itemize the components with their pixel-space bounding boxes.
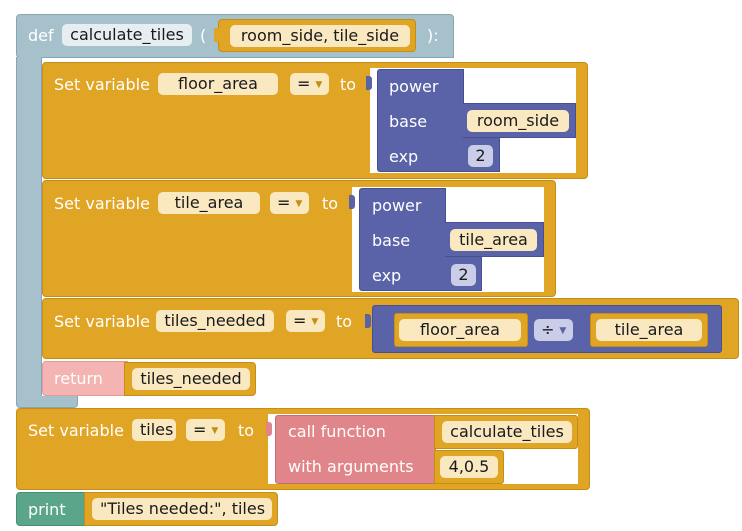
operator-label: ÷: [541, 320, 555, 339]
function-name-field[interactable]: calculate_tiles: [62, 24, 192, 46]
base-label: base: [389, 112, 428, 131]
exp-label: exp: [372, 266, 402, 285]
arguments-field[interactable]: 4,0.5: [440, 456, 498, 478]
input-connector: [349, 195, 355, 209]
exp-label: exp: [389, 147, 419, 166]
variable-name-field[interactable]: tiles: [132, 419, 176, 441]
assign-operator-dropdown[interactable]: =▼: [270, 192, 310, 214]
assign-operator-dropdown[interactable]: =▼: [186, 419, 226, 441]
params-connector: [214, 28, 220, 42]
assign-operator-dropdown[interactable]: =▼: [286, 310, 326, 332]
power-label: power: [372, 196, 422, 215]
caret-down-icon: ▼: [559, 326, 567, 336]
variable-name-field[interactable]: tiles_needed: [156, 310, 274, 332]
to-label: to: [336, 312, 353, 331]
close-paren: ):: [427, 26, 439, 45]
function-body-spine: [16, 57, 42, 405]
caret-down-icon: ▼: [295, 199, 303, 209]
print-block[interactable]: [16, 492, 86, 526]
operator-label: =: [277, 193, 291, 212]
operator-label: =: [293, 311, 307, 330]
caret-down-icon: ▼: [315, 80, 323, 90]
return-value-field[interactable]: tiles_needed: [132, 368, 250, 390]
set-variable-label: Set variable: [54, 75, 150, 94]
function-name-field[interactable]: calculate_tiles: [442, 421, 572, 443]
exp-value-field[interactable]: 2: [468, 145, 493, 167]
return-keyword: return: [54, 369, 103, 388]
division-operator-dropdown[interactable]: ÷▼: [534, 319, 574, 341]
operator-label: =: [297, 74, 311, 93]
caret-down-icon: ▼: [211, 426, 219, 436]
input-connector: [365, 314, 371, 328]
params-field[interactable]: room_side, tile_side: [230, 25, 410, 47]
left-operand-field[interactable]: floor_area: [399, 319, 521, 341]
base-label: base: [372, 231, 411, 250]
base-value-field[interactable]: room_side: [467, 110, 569, 132]
power-block-floor[interactable]: [377, 69, 464, 172]
set-variable-label: Set variable: [54, 194, 150, 213]
call-function-block[interactable]: [275, 415, 436, 484]
with-arguments-label: with arguments: [288, 457, 414, 476]
open-paren: (: [200, 26, 207, 45]
set-variable-label: Set variable: [54, 312, 150, 331]
to-label: to: [238, 421, 255, 440]
exp-value-field[interactable]: 2: [451, 264, 476, 286]
to-label: to: [340, 75, 357, 94]
input-connector: [366, 76, 372, 90]
call-function-label: call function: [288, 422, 386, 441]
print-keyword: print: [28, 500, 66, 519]
set-variable-label: Set variable: [28, 421, 124, 440]
base-value-field[interactable]: tile_area: [450, 229, 537, 251]
input-connector: [266, 422, 272, 436]
variable-name-field[interactable]: tile_area: [158, 192, 260, 214]
def-keyword: def: [28, 26, 54, 45]
caret-down-icon: ▼: [311, 317, 319, 327]
assign-operator-dropdown[interactable]: =▼: [290, 73, 330, 95]
variable-name-field[interactable]: floor_area: [158, 73, 278, 95]
print-value-field[interactable]: "Tiles needed:", tiles: [92, 498, 272, 520]
function-definition-footer: [16, 396, 78, 408]
right-operand-field[interactable]: tile_area: [596, 319, 702, 341]
operator-label: =: [193, 420, 207, 439]
power-label: power: [389, 77, 439, 96]
to-label: to: [322, 194, 339, 213]
